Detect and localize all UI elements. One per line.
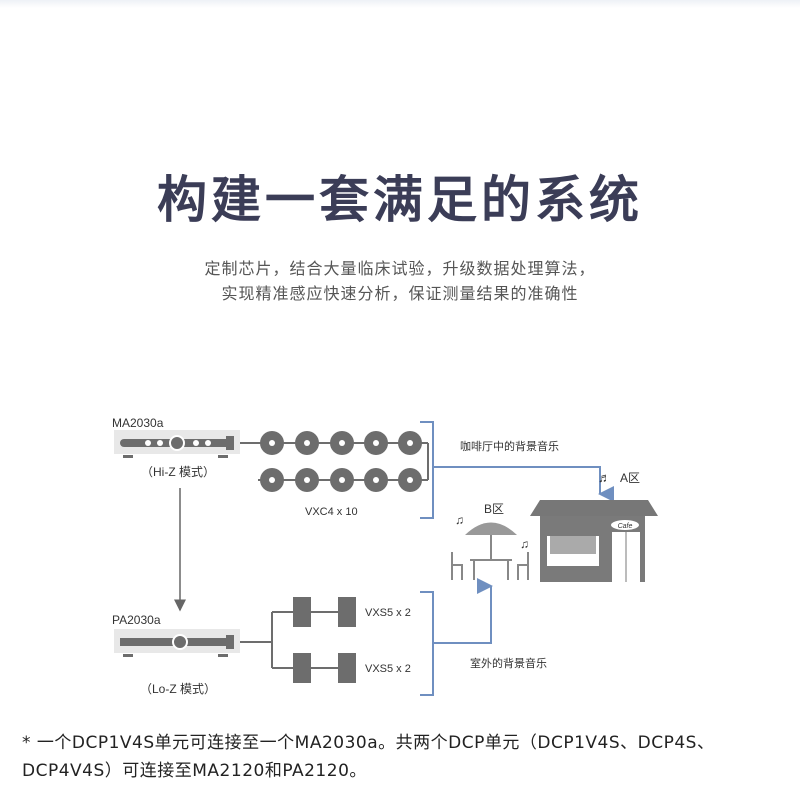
speakers2a-label: VXS5 x 2 — [365, 607, 411, 619]
footnote-line-2: DCP4V4S）可连接至MA2120和PA2120。 — [22, 761, 367, 781]
amp2-device — [114, 629, 240, 657]
music-note-icon: ♬ — [598, 470, 611, 485]
speakers2b-label: VXS5 x 2 — [365, 663, 411, 675]
amp2-label: PA2030a — [112, 613, 161, 627]
amp2-mode: （Lo-Z 模式） — [140, 682, 216, 696]
subtitle-line-1: 定制芯片，结合大量临床试验，升级数据处理算法， — [204, 259, 596, 278]
footnote-line-1: * 一个DCP1V4S单元可连接至一个MA2030a。共两个DCP单元（DCP1… — [22, 733, 715, 753]
cafe-building-icon: Cafe — [530, 500, 658, 582]
zone-b-label: B区 — [484, 502, 504, 516]
page-title: 构建一套满足的系统 — [157, 171, 643, 229]
amp1-label: MA2030a — [112, 416, 164, 430]
zone-a-label: A区 — [620, 471, 640, 485]
top-divider — [0, 0, 800, 8]
speaker-icons — [260, 431, 422, 492]
amp1-mode: （Hi-Z 模式） — [141, 465, 215, 479]
speakers1-label: VXC4 x 10 — [305, 506, 358, 518]
zone-indoor-label: 咖啡厅中的背景音乐 — [460, 439, 559, 453]
surface-speakers — [240, 597, 356, 683]
zone-outdoor-label: 室外的背景音乐 — [470, 656, 547, 670]
subtitle-line-2: 实现精准感应快速分析，保证测量结果的准确性 — [221, 284, 579, 303]
zone-routing-lines — [420, 421, 614, 696]
outdoor-table-icon — [451, 522, 529, 580]
amp1-device — [114, 430, 240, 458]
music-note-icon: ♫ — [520, 537, 529, 551]
cafe-sign: Cafe — [618, 523, 633, 530]
music-note-icon: ♫ — [455, 513, 464, 527]
